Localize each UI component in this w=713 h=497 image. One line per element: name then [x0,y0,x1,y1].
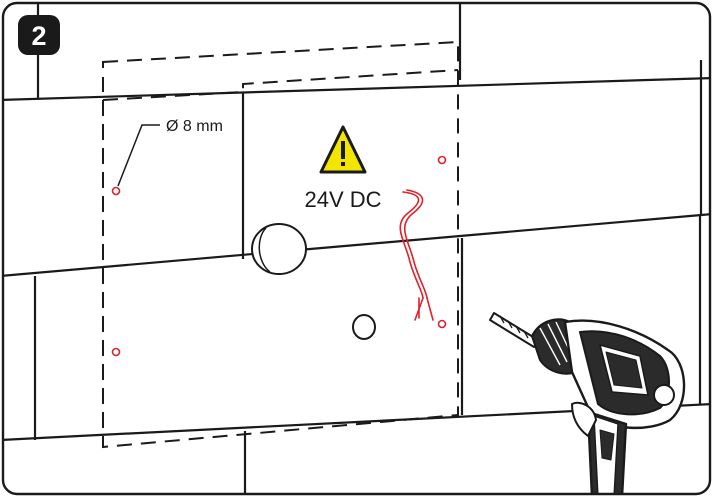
mounting-template-outline [102,40,459,449]
screw-hole [352,314,376,340]
power-cable [399,189,434,321]
drill-hole-top-left [111,186,121,196]
cable-entry-hole [251,223,307,275]
drill-hole-top-right [437,155,447,165]
step-number-badge: 2 [18,15,60,55]
drill-hole-markers [111,155,447,357]
warning-triangle-icon [319,125,367,174]
voltage-label: 24V DC [304,187,381,212]
drill-hole-bottom-right [437,319,447,329]
step-number: 2 [31,21,46,51]
hole-diameter-leader-line [117,124,160,187]
cordless-drill-icon [489,312,686,494]
drill-hole-bottom-left [111,347,121,357]
hole-diameter-label: Ø 8 mm [166,118,223,135]
